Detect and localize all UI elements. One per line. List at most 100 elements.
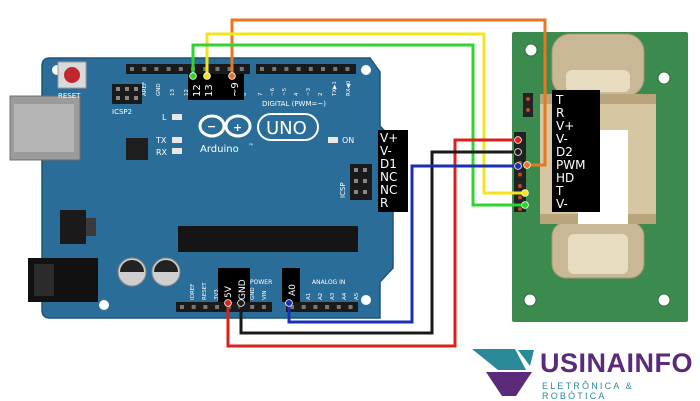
brand-tm: ™	[248, 143, 254, 150]
power-pin	[203, 305, 208, 309]
wire-end-dot	[237, 299, 245, 307]
icsp-pin	[363, 168, 367, 172]
digital-pin-label: ~6	[270, 87, 276, 96]
power-analog-pin-label: VIN	[262, 291, 268, 301]
analog-header	[286, 302, 358, 312]
digital-pin	[333, 67, 338, 71]
digital-pin	[239, 67, 244, 71]
logo-subtitle: ELETRÔNICA & ROBÓTICA	[542, 381, 634, 401]
arduino-board	[41, 57, 394, 319]
wire-end-dot	[189, 72, 197, 80]
wire-orange	[230, 18, 547, 167]
logo-mark-bottom	[486, 372, 532, 396]
output-pin-label: R	[380, 196, 388, 210]
wire-end-dot	[224, 299, 232, 307]
digital-label: DIGITAL (PWM=~)	[262, 100, 326, 108]
pin-callout-power	[218, 268, 250, 302]
logo-infinity-right	[224, 114, 252, 138]
digital-pin-label: 2	[318, 93, 324, 97]
led-on-label: ON	[342, 136, 354, 145]
arduino-logo: − + UNO Arduino ™	[198, 113, 319, 155]
digital-pin-label: ~5	[282, 87, 288, 96]
wire-end-dot	[521, 189, 529, 197]
icsp2-pin	[116, 96, 120, 100]
sensor-mount-hole	[657, 293, 671, 307]
digital-pin-label: 12	[184, 89, 190, 96]
digital-header-left	[126, 64, 250, 74]
digital-pin-label: 7	[258, 92, 264, 96]
wire-blue	[287, 164, 518, 324]
output-pin-label: V+	[380, 131, 398, 145]
sensor-pin-label: T	[555, 184, 564, 198]
wire-end-dot	[523, 161, 531, 169]
sensor-pin-label: V-	[556, 197, 568, 211]
sensor-pin-label: PWM	[556, 158, 585, 172]
reset-button[interactable]	[64, 67, 80, 83]
wire-red	[226, 138, 518, 348]
wire-end-dot	[228, 72, 236, 80]
sensor-pin-label: V+	[556, 119, 574, 133]
arduino-uno: RESET ICSP2 L TX RX ON − + UNO Arduino ™	[9, 57, 394, 319]
digital-pin	[154, 67, 159, 71]
sensor-header	[514, 132, 526, 212]
digital-pin-label: 8	[242, 92, 248, 96]
power-pin	[250, 305, 255, 309]
digital-pin	[296, 67, 301, 71]
sensor-header-pin	[518, 172, 522, 177]
sensor-pin-label: V-	[556, 132, 568, 146]
wires	[191, 18, 547, 348]
analog-pin	[325, 305, 330, 309]
digital-pin	[308, 67, 313, 71]
digital-pin	[203, 67, 208, 71]
sensor-header-upper	[523, 93, 533, 117]
led-l-label: L	[162, 113, 167, 122]
sensor-header-pin	[518, 195, 522, 200]
analog-pin	[290, 305, 294, 309]
digital-pin	[166, 67, 171, 71]
logo-minus: −	[207, 120, 216, 133]
icsp2-pin	[134, 87, 138, 91]
usinainfo-logo: USINAINFO ELETRÔNICA & ROBÓTICA	[470, 344, 695, 401]
board-mount-hole	[361, 295, 371, 305]
sensor-mount-hole	[524, 43, 538, 57]
icsp2-pins	[116, 87, 138, 100]
output-pin-label: V-	[380, 144, 392, 158]
digital-pin	[130, 67, 134, 71]
wire-end-dot	[521, 201, 529, 209]
led-on	[328, 137, 338, 143]
sensor-header-pin	[526, 97, 530, 101]
sensor-pin-label: T	[555, 93, 564, 107]
power-jack-inner	[34, 264, 54, 296]
digital-pin	[260, 67, 264, 71]
digital-pin-label: RX◀0	[346, 80, 352, 96]
power-analog-pin-label: A1	[306, 293, 312, 300]
power-label: POWER	[250, 279, 272, 286]
led-tx	[172, 137, 182, 143]
power-analog-pin-label: A5	[354, 292, 360, 300]
icsp2-pin	[125, 87, 129, 91]
logo-title: USINAINFO	[540, 348, 693, 378]
pin-5v-label: 5V	[224, 285, 234, 298]
output-pin-label: D1	[380, 157, 397, 171]
sensor-mount-hole	[657, 71, 671, 85]
digital-pin	[215, 67, 220, 71]
analog-pin	[348, 305, 353, 309]
icsp2-pin	[125, 96, 129, 100]
wire-end-dot	[514, 162, 522, 170]
output-label-block	[378, 130, 408, 212]
digital-pin	[272, 67, 277, 71]
digital-pin-label: TX▶1	[332, 81, 338, 97]
output-pin-label: NC	[380, 170, 397, 184]
atmega-chip	[178, 226, 358, 252]
power-analog-pin-label: 3V3	[214, 289, 220, 300]
icsp-pins	[354, 168, 367, 194]
icsp-pin	[363, 190, 367, 194]
pin-12-label: 12	[192, 84, 203, 97]
sensor-tube-bottom-inner	[568, 234, 628, 274]
board-mount-hole	[99, 300, 109, 310]
wire-end-dot	[203, 72, 211, 80]
icsp-header	[350, 164, 372, 200]
led-tx-label: TX	[155, 136, 167, 145]
